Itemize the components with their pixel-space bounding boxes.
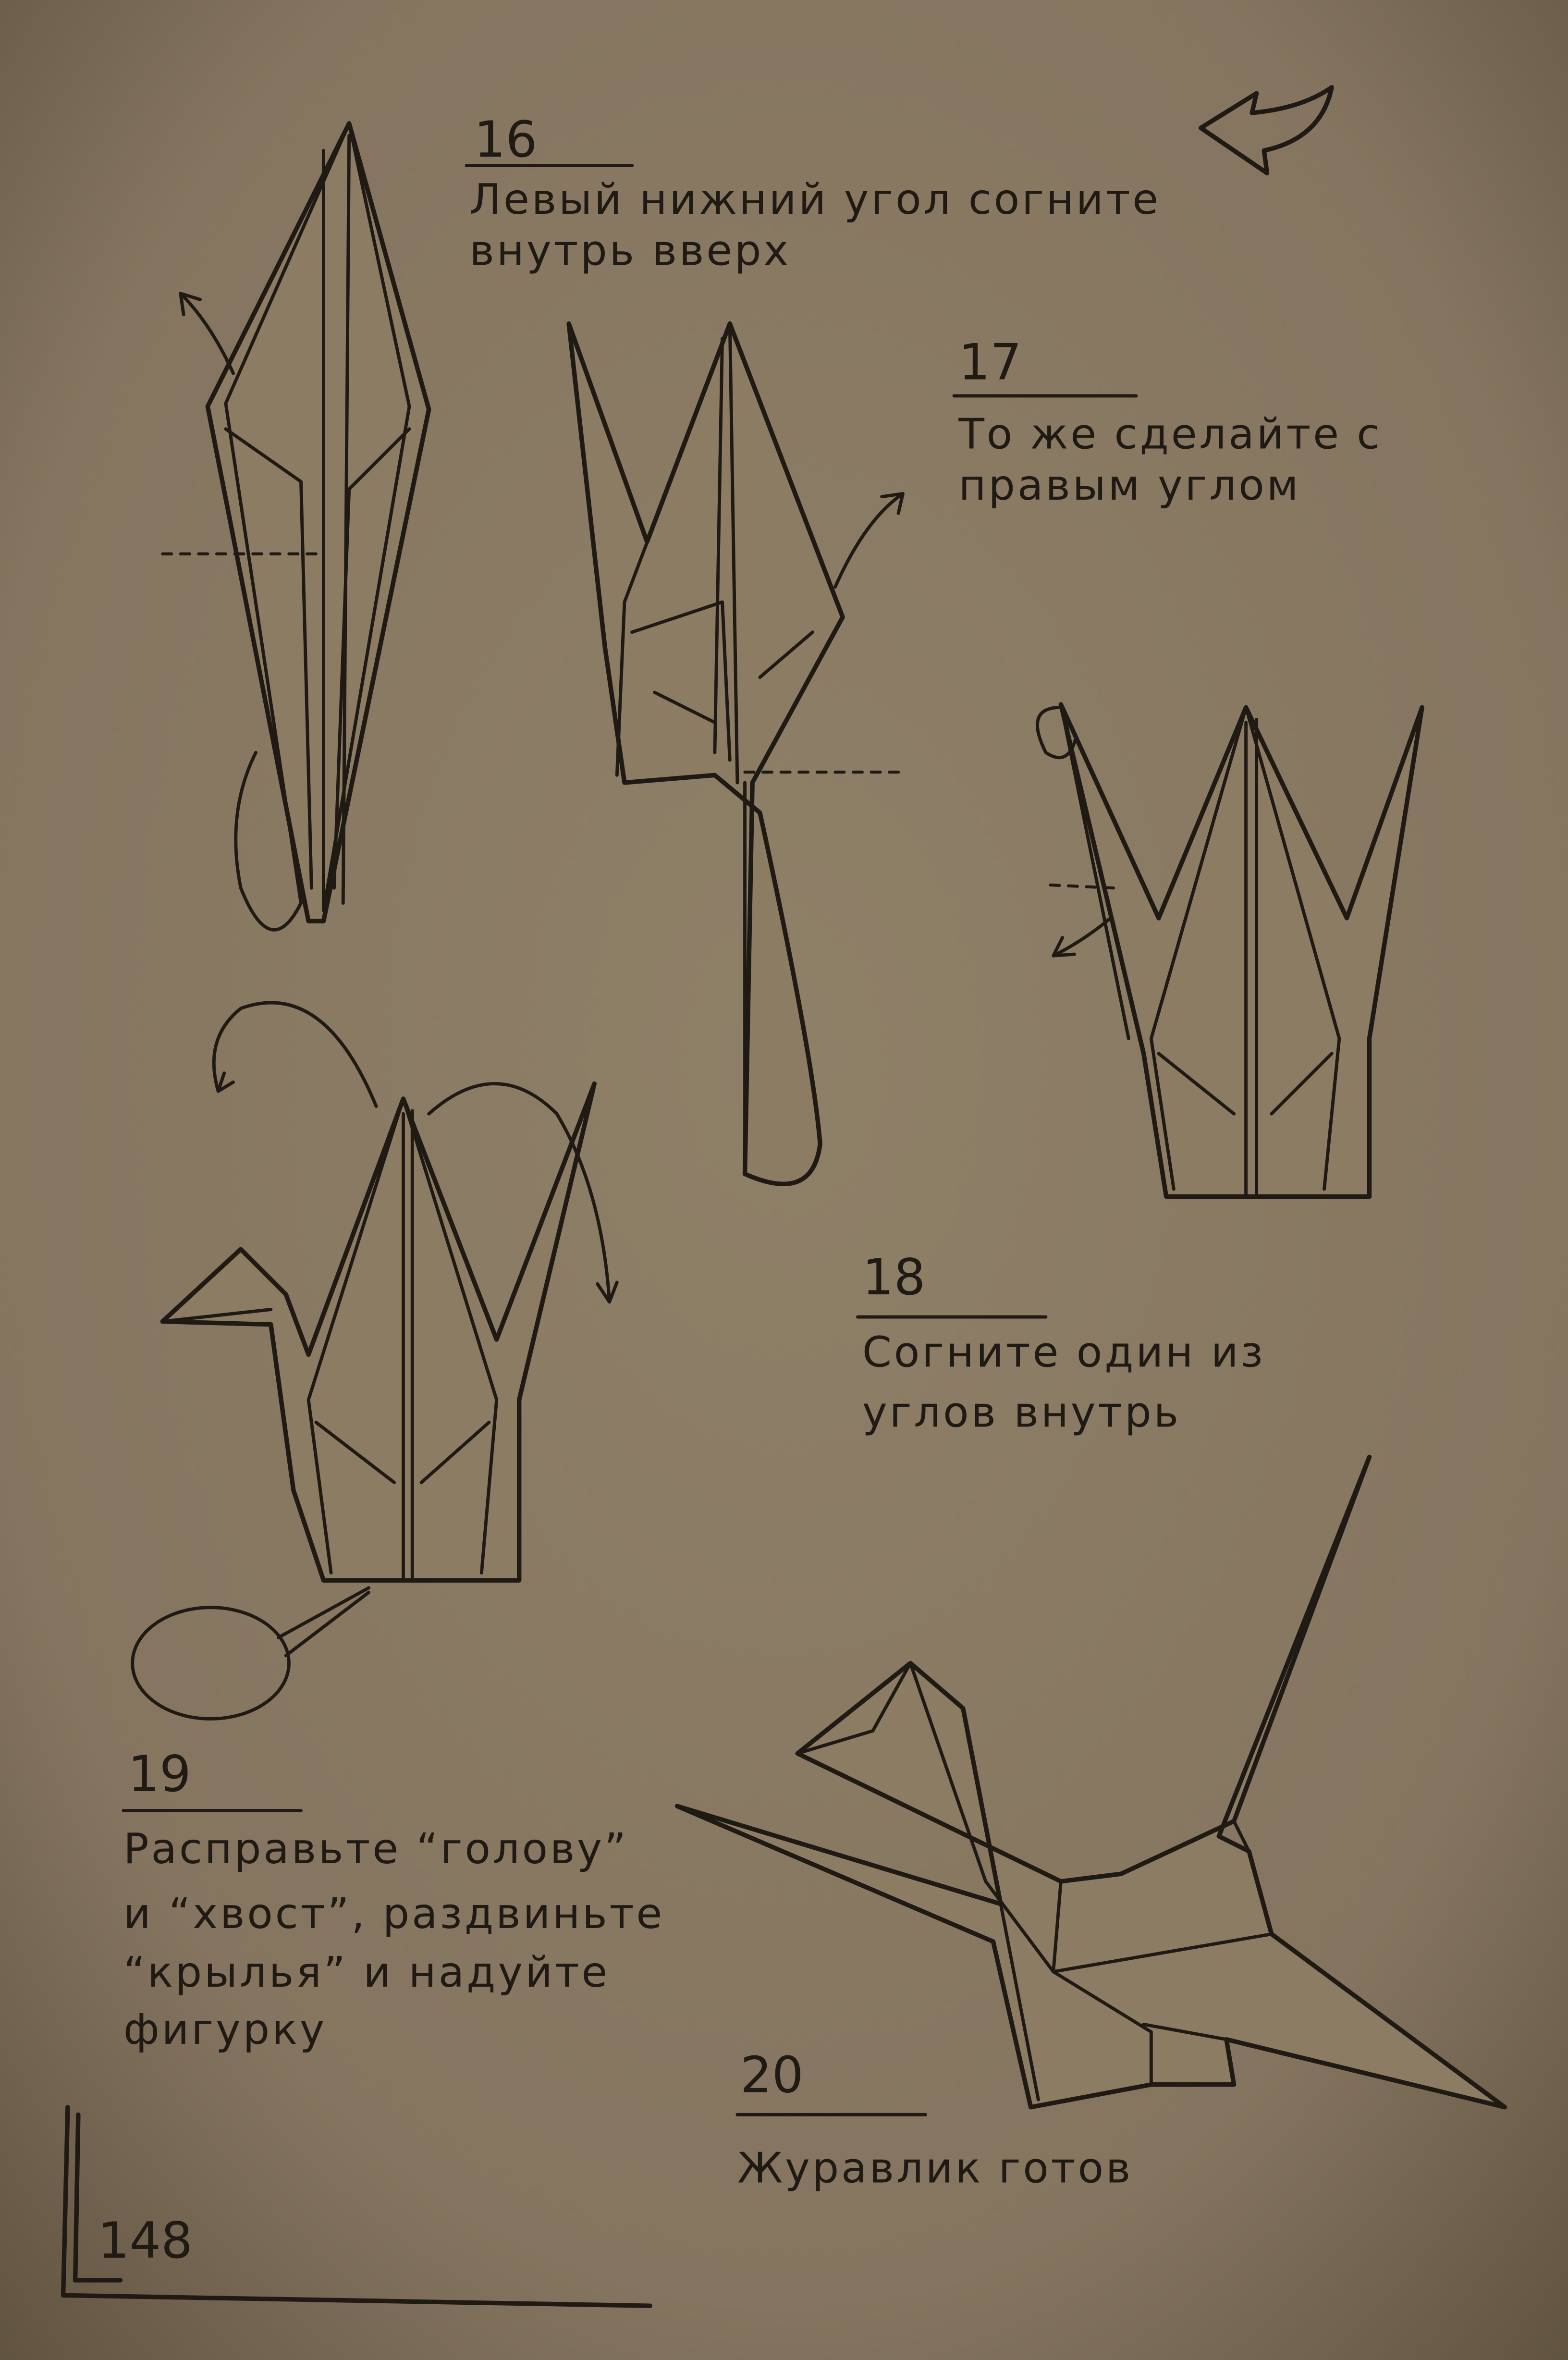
step-20-text-line-1: Журавлик готов xyxy=(737,2143,1133,2192)
step-18-diagram xyxy=(1035,702,1424,1199)
step-16-diagram xyxy=(161,121,431,932)
page-corner-frame xyxy=(61,2105,652,2308)
step-18-text-line-2: углов внутрь xyxy=(862,1388,1181,1437)
step-19-text-line-4: фигурку xyxy=(123,2005,327,2054)
step-20-diagram xyxy=(674,1454,1507,2110)
step-16-text-line-1: Левый нижний угол согните xyxy=(469,175,1161,224)
step-19-diagram xyxy=(131,1001,619,1721)
step-17-number: 17 xyxy=(958,333,1022,391)
step-19-text-line-1: Расправьте “голову” xyxy=(123,1824,628,1873)
page-number: 148 xyxy=(98,2212,193,2270)
step-18-text-line-1: Согните один из xyxy=(862,1328,1265,1377)
step-18-number: 18 xyxy=(862,1249,926,1306)
step-17-diagram xyxy=(566,321,905,1186)
step-17-text-line-2: правым углом xyxy=(958,461,1300,510)
step-16-text-line-2: внутрь вверх xyxy=(469,226,791,275)
step-16-number: 16 xyxy=(474,111,538,169)
step-20-number: 20 xyxy=(740,2046,804,2104)
step-19-number: 19 xyxy=(128,1745,191,1803)
step-19-text-line-3: “крылья” и надуйте xyxy=(123,1948,610,1997)
step-17-text-line-1: То же сделайте с xyxy=(958,410,1382,459)
step-19-text-line-2: и “хвост”, раздвиньте xyxy=(123,1889,664,1938)
left-arrow-icon xyxy=(1198,85,1334,175)
